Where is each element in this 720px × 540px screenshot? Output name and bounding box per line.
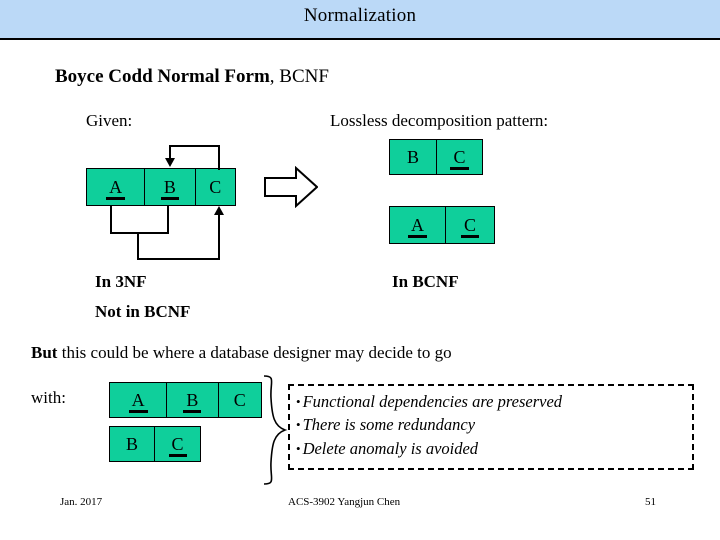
bottom-abc-relation-table[interactable]: A B C	[109, 382, 262, 418]
paragraph-bold-lead: But	[31, 343, 58, 362]
fd-line-into-c-up	[218, 214, 220, 259]
fd-arrowhead-into-b	[165, 158, 175, 167]
fd-arrowhead-into-c	[214, 206, 224, 215]
relation-cell-a[interactable]: A	[390, 207, 446, 243]
decomposition-arrow-icon	[264, 165, 319, 209]
properties-note-box: •Functional dependencies are preserved •…	[288, 384, 694, 470]
relation-cell-c[interactable]: C	[195, 169, 235, 205]
label-lossless-decomposition: Lossless decomposition pattern:	[330, 111, 549, 130]
given-relation-table[interactable]: A B C	[86, 168, 236, 206]
section-heading: Boyce Codd Normal Form, BCNF	[55, 66, 329, 88]
label-in-3nf: In 3NF	[95, 272, 147, 291]
lossless-bc-relation-table[interactable]: B C	[389, 139, 483, 175]
paragraph-rest: this could be where a database designer …	[57, 343, 452, 362]
designer-note-paragraph: But this could be where a database desig…	[31, 343, 452, 363]
footer-page-number: 51	[645, 496, 656, 508]
relation-cell-c[interactable]: C	[218, 383, 262, 417]
note-item-text: Functional dependencies are preserved	[302, 392, 563, 411]
relation-cell-c[interactable]: C	[436, 140, 482, 174]
bullet-icon: •	[296, 394, 301, 409]
relation-cell-a[interactable]: A	[110, 383, 168, 417]
label-not-in-bcnf: Not in BCNF	[95, 302, 191, 321]
relation-cell-b[interactable]: B	[390, 140, 437, 174]
label-in-bcnf: In BCNF	[392, 272, 459, 291]
page-title: Normalization	[303, 5, 417, 26]
footer-course: ACS-3902 Yangjun Chen	[288, 496, 401, 508]
bottom-bc-relation-table[interactable]: B C	[109, 426, 201, 462]
fd-line-b-down	[169, 145, 171, 159]
label-with: with:	[31, 388, 66, 407]
lossless-ac-relation-table[interactable]: A C	[389, 206, 495, 244]
bullet-icon: •	[296, 440, 301, 456]
fd-line-ab-join	[110, 232, 169, 234]
note-item: •Functional dependencies are preserved	[296, 390, 686, 413]
fd-line-c-to-b-horizontal	[169, 145, 220, 147]
fd-line-join-down	[137, 232, 139, 260]
fd-line-c-up	[218, 145, 220, 170]
title-bar: Normalization	[0, 0, 720, 40]
curly-brace-connector	[252, 374, 292, 486]
label-given: Given:	[86, 111, 133, 130]
footer-date: Jan. 2017	[60, 496, 103, 508]
bullet-icon: •	[296, 417, 301, 433]
relation-cell-b[interactable]: B	[167, 383, 219, 417]
relation-cell-b[interactable]: B	[145, 169, 196, 205]
fd-line-a-down	[110, 206, 112, 234]
note-item-text: There is some redundancy	[302, 415, 476, 435]
relation-cell-b[interactable]: B	[110, 427, 156, 461]
note-item-text: Delete anomaly is avoided	[302, 438, 479, 458]
note-item: •Delete anomaly is avoided	[296, 437, 686, 460]
relation-cell-c[interactable]: C	[445, 207, 494, 243]
relation-cell-c[interactable]: C	[155, 427, 200, 461]
fd-line-b2-down	[167, 206, 169, 234]
section-heading-bold: Boyce Codd Normal Form	[55, 66, 270, 87]
fd-line-bottom-horizontal	[137, 258, 220, 260]
note-item: •There is some redundancy	[296, 413, 686, 436]
relation-cell-a[interactable]: A	[87, 169, 146, 205]
section-heading-rest: , BCNF	[269, 66, 329, 87]
